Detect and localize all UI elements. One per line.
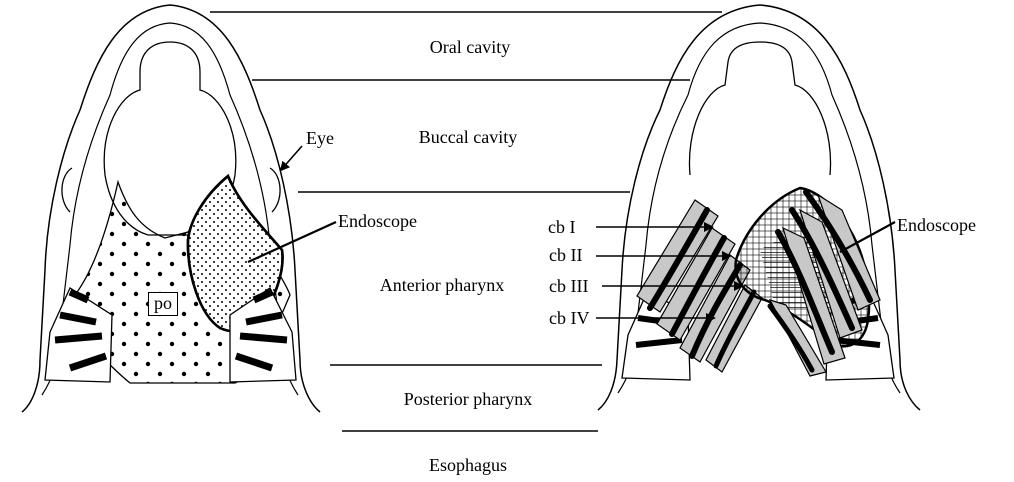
po-label: po (154, 293, 172, 313)
region-label-buccal-cavity: Buccal cavity (419, 128, 517, 146)
left-gill-bar (55, 336, 102, 340)
po-label-box: po (148, 292, 178, 316)
eye-pointer-arrow (281, 146, 302, 170)
gill-arch-label-cb-iii: cb III (549, 277, 588, 295)
left-eye-right (270, 168, 280, 212)
region-label-anterior-pharynx: Anterior pharynx (380, 276, 504, 294)
left-eye-left (62, 168, 72, 212)
left-endoscope-label: Endoscope (338, 212, 417, 230)
region-label-esophagus: Esophagus (429, 456, 507, 474)
right-fish-diagram (596, 5, 920, 410)
region-label-oral-cavity: Oral cavity (430, 38, 510, 56)
right-endoscope-label: Endoscope (897, 216, 976, 234)
gill-arch-label-cb-ii: cb II (549, 246, 582, 264)
eye-label: Eye (306, 129, 334, 147)
gill-arch-label-cb-i: cb I (548, 218, 575, 236)
left-fish-diagram (22, 5, 336, 412)
gill-arch-label-cb-iv: cb IV (549, 309, 589, 327)
left-gill-bar (240, 336, 287, 340)
region-label-posterior-pharynx: Posterior pharynx (404, 390, 532, 408)
right-buccal-outline (689, 42, 830, 175)
